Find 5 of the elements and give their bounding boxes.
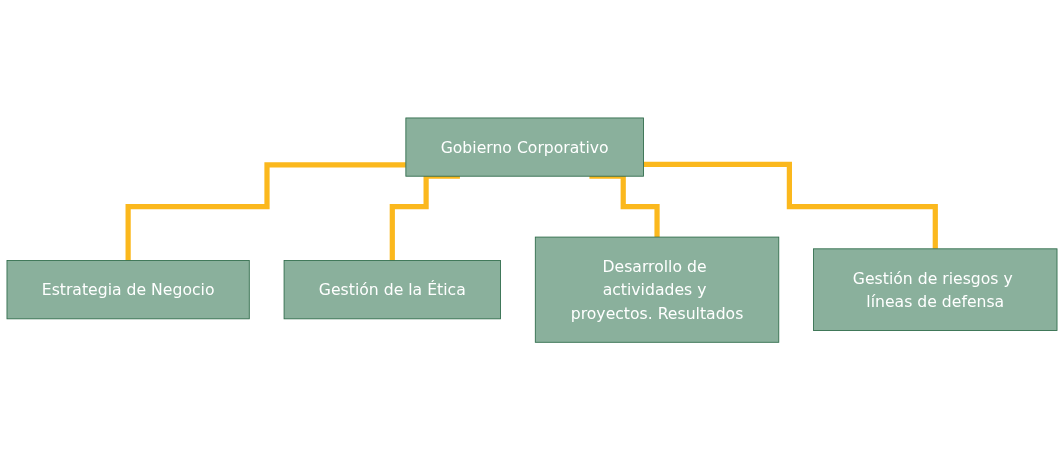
node-box: Gobierno Corporativo — [405, 117, 644, 178]
node-box: Gestión de la Ética — [283, 260, 501, 320]
node-box: Estrategia de Negocio — [6, 260, 250, 320]
node-box: Desarrollo de actividades y proyectos. Resultados — [534, 237, 780, 344]
node-box: Gestión de riesgos y líneas de defensa — [813, 248, 1058, 332]
